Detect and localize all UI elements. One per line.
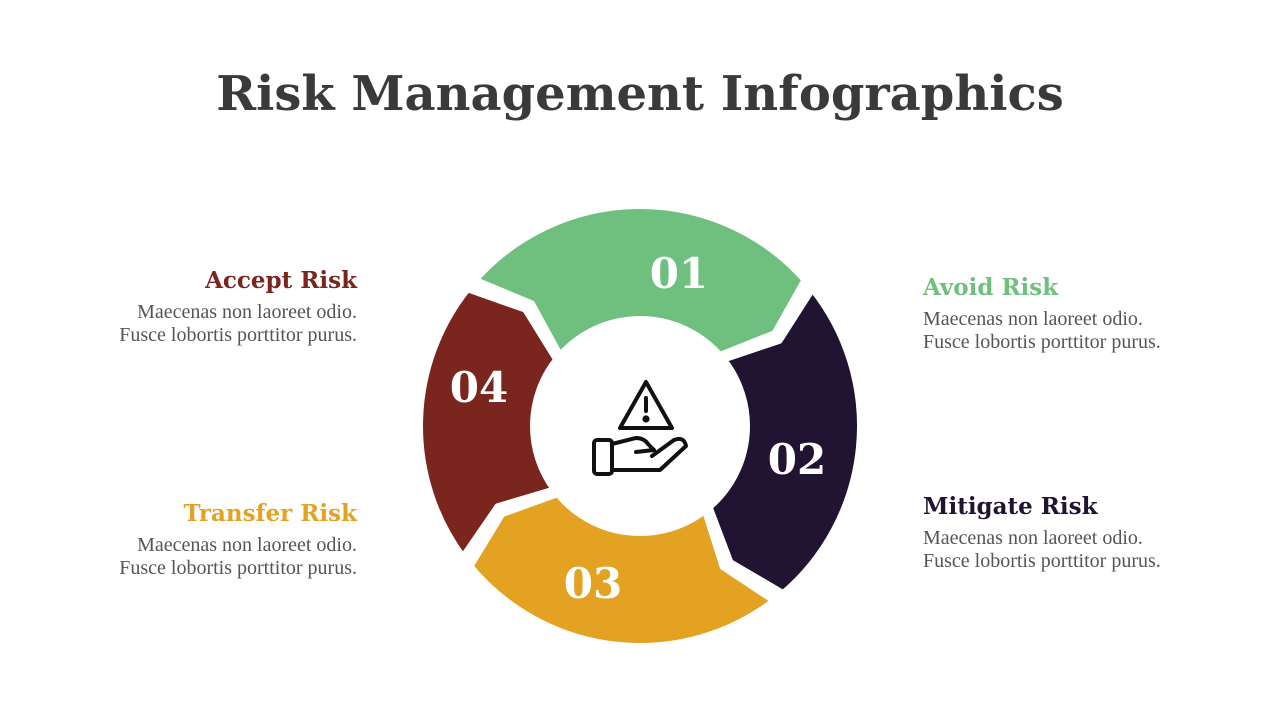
mitigate-risk-description: Maecenas non laoreet odio. Fusce loborti… <box>923 526 1161 572</box>
transfer-risk-block: Transfer Risk Maecenas non laoreet odio.… <box>57 500 357 580</box>
page-title: Risk Management Infographics <box>216 66 1064 122</box>
accept-risk-block: Accept Risk Maecenas non laoreet odio. F… <box>57 267 357 347</box>
transfer-risk-segment <box>467 491 777 649</box>
avoid-risk-segment <box>472 203 808 358</box>
transfer-risk-title: Transfer Risk <box>183 500 357 527</box>
avoid-risk-title: Avoid Risk <box>923 274 1059 301</box>
avoid-risk-block: Avoid Risk Maecenas non laoreet odio. Fu… <box>923 274 1223 354</box>
mitigate-risk-segment <box>706 286 863 597</box>
mitigate-risk-number: 02 <box>768 435 826 484</box>
transfer-risk-description: Maecenas non laoreet odio. Fusce loborti… <box>119 533 357 579</box>
hand-with-warning-icon <box>592 380 688 476</box>
accept-risk-title: Accept Risk <box>205 267 357 294</box>
accept-risk-segment <box>417 286 560 560</box>
accept-risk-number: 04 <box>450 363 508 412</box>
transfer-risk-number: 03 <box>564 559 622 608</box>
mitigate-risk-block: Mitigate Risk Maecenas non laoreet odio.… <box>923 493 1223 573</box>
mitigate-risk-title: Mitigate Risk <box>923 493 1098 520</box>
avoid-risk-number: 01 <box>650 249 708 298</box>
avoid-risk-description: Maecenas non laoreet odio. Fusce loborti… <box>923 307 1161 353</box>
accept-risk-description: Maecenas non laoreet odio. Fusce loborti… <box>119 300 357 346</box>
